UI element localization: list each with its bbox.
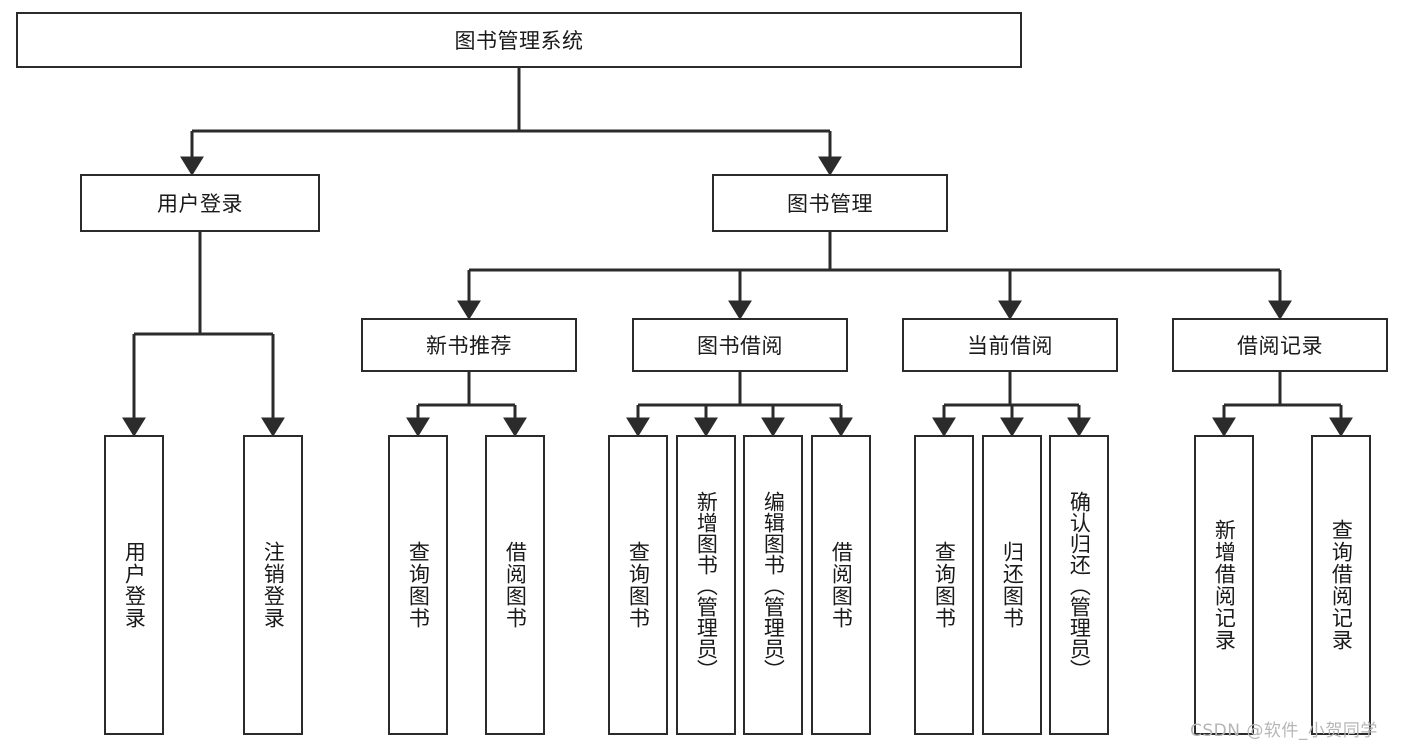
node-user-login[interactable]: 用户登录 — [80, 174, 320, 232]
node-label: 查询图书 — [406, 541, 431, 629]
node-label: 借阅记录 — [1237, 334, 1323, 358]
node-label: 新书推荐 — [426, 334, 512, 358]
node-leaf-borrow-book-1[interactable]: 借阅图书 — [485, 435, 545, 735]
csdn-watermark: CSDN @软件_小贺同学 — [1190, 721, 1378, 741]
node-book-management[interactable]: 图书管理 — [712, 174, 948, 232]
node-label: 编辑图书（管理员） — [761, 490, 786, 680]
node-leaf-user-login[interactable]: 用户登录 — [104, 435, 164, 735]
node-label: 借阅图书 — [503, 541, 528, 629]
node-label: 注销登录 — [261, 541, 286, 629]
node-leaf-query-book-2[interactable]: 查询图书 — [608, 435, 668, 735]
node-leaf-borrow-book-2[interactable]: 借阅图书 — [811, 435, 871, 735]
node-leaf-add-book[interactable]: 新增图书（管理员） — [676, 435, 736, 735]
node-leaf-return-book[interactable]: 归还图书 — [982, 435, 1042, 735]
node-label: 查询图书 — [626, 541, 651, 629]
node-leaf-edit-book[interactable]: 编辑图书（管理员） — [743, 435, 803, 735]
node-borrow-record[interactable]: 借阅记录 — [1172, 318, 1388, 372]
node-book-management-system[interactable]: 图书管理系统 — [16, 12, 1022, 68]
node-label: 图书管理 — [787, 192, 873, 216]
node-leaf-query-book-1[interactable]: 查询图书 — [388, 435, 448, 735]
node-leaf-add-borrow-record[interactable]: 新增借阅记录 — [1194, 435, 1254, 735]
node-label: 新增借阅记录 — [1212, 519, 1237, 651]
node-label: 用户登录 — [157, 192, 243, 216]
node-label: 图书管理系统 — [454, 29, 584, 53]
node-new-book-recommend[interactable]: 新书推荐 — [361, 318, 577, 372]
node-leaf-logout[interactable]: 注销登录 — [243, 435, 303, 735]
node-leaf-confirm-return[interactable]: 确认归还（管理员） — [1049, 435, 1109, 735]
node-label: 新增图书（管理员） — [694, 490, 719, 680]
node-label: 确认归还（管理员） — [1067, 490, 1092, 680]
node-current-borrow[interactable]: 当前借阅 — [902, 318, 1118, 372]
node-label: 当前借阅 — [967, 334, 1053, 358]
node-label: 查询借阅记录 — [1329, 519, 1354, 651]
node-book-borrow[interactable]: 图书借阅 — [632, 318, 848, 372]
node-label: 归还图书 — [1000, 541, 1025, 629]
node-label: 用户登录 — [122, 541, 147, 629]
node-leaf-query-book-3[interactable]: 查询图书 — [914, 435, 974, 735]
node-label: 图书借阅 — [697, 334, 783, 358]
node-leaf-query-borrow-record[interactable]: 查询借阅记录 — [1311, 435, 1371, 735]
node-label: 查询图书 — [932, 541, 957, 629]
node-label: 借阅图书 — [829, 541, 854, 629]
